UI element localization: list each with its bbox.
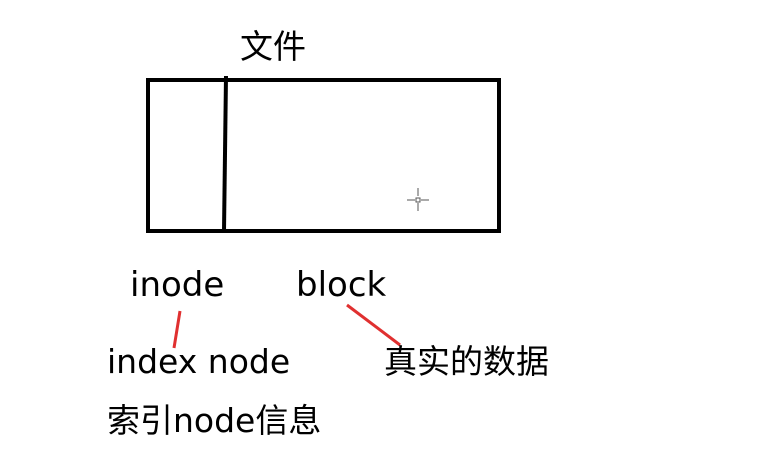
block-description: 真实的数据 (384, 342, 549, 381)
inode-full-name: index node (107, 342, 291, 381)
file-box (146, 78, 501, 233)
inode-label: inode (130, 265, 225, 305)
inode-connector (172, 310, 182, 349)
block-connector (346, 303, 401, 347)
inode-description: 索引node信息 (107, 401, 322, 440)
crosshair-cursor-icon (407, 188, 429, 211)
inode-block-divider (222, 75, 228, 232)
block-label: block (296, 265, 387, 305)
file-label: 文件 (240, 27, 306, 66)
